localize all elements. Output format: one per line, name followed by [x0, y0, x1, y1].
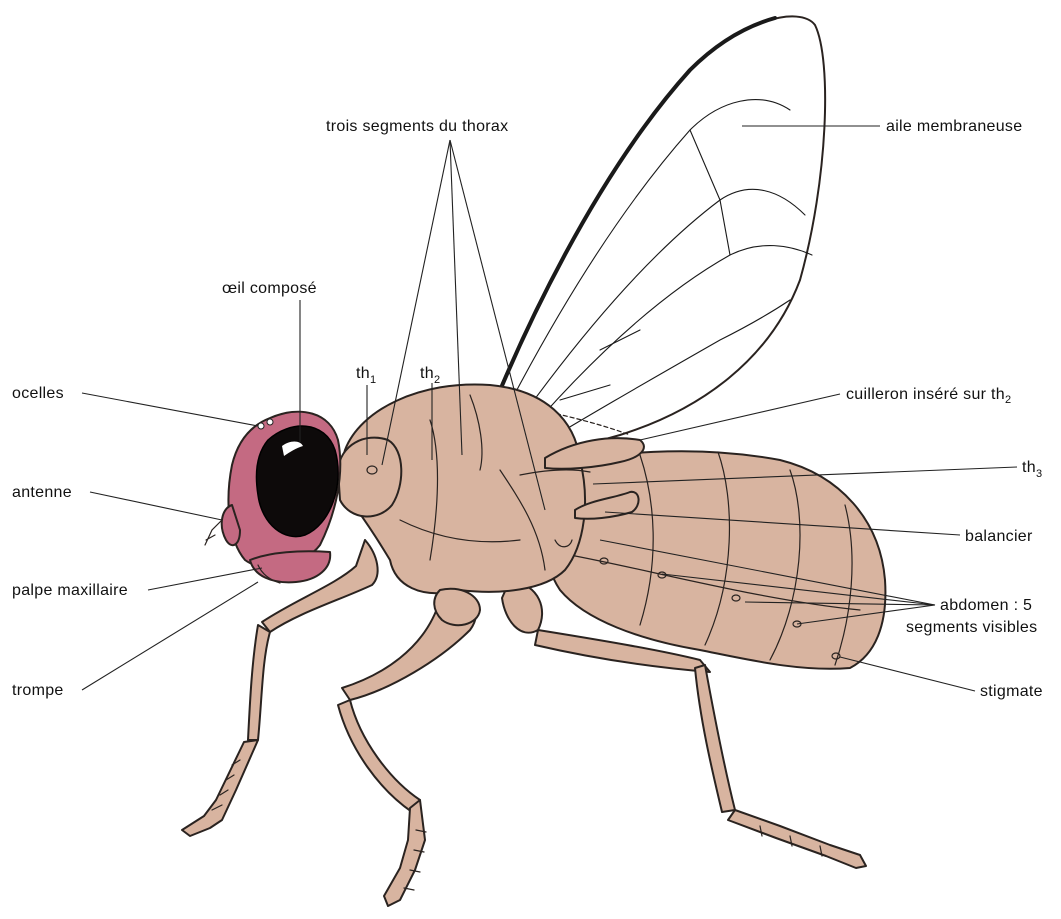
head — [205, 412, 340, 583]
label-proboscis: trompe — [12, 682, 64, 699]
label-th1-subscript: 1 — [370, 374, 376, 386]
label-abdomen-line2: segments visibles — [906, 619, 1037, 636]
palp-structure — [250, 551, 330, 582]
label-compound-eye: œil composé — [222, 280, 317, 297]
label-th1: th1 — [356, 365, 376, 386]
label-spiracle: stigmate — [980, 683, 1043, 700]
label-th2-main: th — [420, 365, 434, 382]
label-antenna: antenne — [12, 484, 72, 501]
th1-lobe — [338, 438, 401, 517]
label-abdomen-line1: abdomen : 5 — [940, 597, 1032, 614]
label-th3: th3 — [1022, 459, 1042, 480]
label-th2-subscript: 2 — [434, 374, 440, 386]
label-wing: aile membraneuse — [886, 118, 1022, 135]
ocellus-2 — [267, 419, 273, 425]
label-thorax-segments: trois segments du thorax — [326, 118, 508, 135]
label-th1-main: th — [356, 365, 370, 382]
label-calypter: cuilleron inséré sur th2 — [846, 386, 1011, 406]
label-haltere: balancier — [965, 528, 1033, 545]
middle-leg — [338, 597, 476, 906]
label-th3-main: th — [1022, 459, 1036, 476]
label-th2: th2 — [420, 365, 440, 386]
label-calypter-subscript: 2 — [1005, 394, 1011, 406]
label-ocelli: ocelles — [12, 385, 64, 402]
label-maxillary-palp: palpe maxillaire — [12, 582, 128, 599]
abdomen — [540, 451, 885, 669]
label-calypter-main: cuilleron inséré sur th — [846, 386, 1005, 403]
abdomen-body — [540, 451, 885, 669]
ocellus-1 — [258, 423, 264, 429]
label-th3-subscript: 3 — [1036, 468, 1042, 480]
